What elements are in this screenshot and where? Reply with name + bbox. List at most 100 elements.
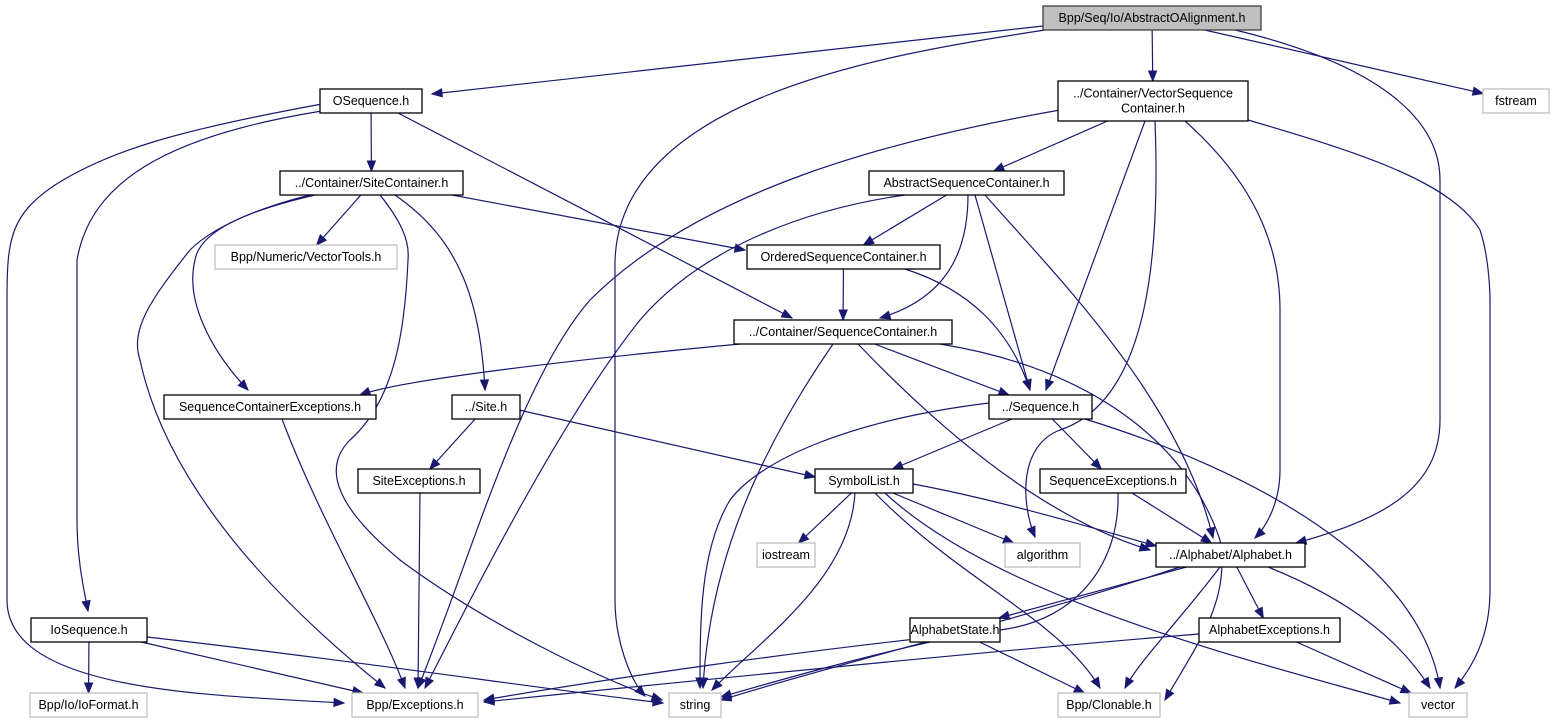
node-box xyxy=(451,394,521,420)
edge-line xyxy=(874,492,1101,689)
edge-line xyxy=(720,641,931,698)
arrowhead-icon xyxy=(862,235,875,246)
node-seqcontainer[interactable]: ../Container/SequenceContainer.h xyxy=(733,319,953,345)
edge-sitecontainer-to-exceptions xyxy=(136,194,387,689)
node-box xyxy=(279,170,464,196)
edge-alphastate-to-clonable xyxy=(979,641,1086,694)
edge-sequence-to-vector xyxy=(1084,418,1444,690)
node-algorithm: algorithm xyxy=(1004,542,1081,568)
node-box xyxy=(988,394,1093,420)
edge-sitecontainer-to-site xyxy=(394,194,490,392)
edge-line xyxy=(1051,418,1102,470)
node-label: SequenceContainerExceptions.h xyxy=(179,400,361,414)
edge-root-to-osequence xyxy=(430,25,1044,98)
node-box xyxy=(29,692,148,718)
edge-osequence-to-iosequence xyxy=(76,108,336,613)
node-label: string xyxy=(680,698,711,712)
edge-line xyxy=(429,418,476,470)
arrowhead-icon xyxy=(1124,676,1135,690)
node-symbollist[interactable]: SymbolList.h xyxy=(814,468,914,494)
arrowhead-icon xyxy=(81,599,91,613)
node-box xyxy=(214,244,398,270)
edge-vsc-to-algorithm xyxy=(1025,120,1157,539)
node-box xyxy=(319,88,423,114)
node-sequence[interactable]: ../Sequence.h xyxy=(988,394,1093,420)
node-root[interactable]: Bpp/Seq/Io/AbstractOAlignment.h xyxy=(1042,5,1262,31)
edge-alphabet-to-alphastate xyxy=(997,566,1187,620)
edge-line xyxy=(912,483,1157,547)
node-box xyxy=(1057,80,1249,122)
edge-layer xyxy=(6,25,1491,708)
arrowhead-icon xyxy=(358,386,372,396)
arrowhead-icon xyxy=(479,379,490,392)
edge-line xyxy=(281,418,406,689)
node-box xyxy=(1198,617,1341,643)
edge-line xyxy=(146,636,664,704)
node-box xyxy=(756,542,816,568)
edge-sitecontainer-to-string xyxy=(335,194,664,702)
edge-sequence-to-string xyxy=(695,402,990,690)
arrowhead-icon xyxy=(366,160,377,173)
node-site[interactable]: ../Site.h xyxy=(451,394,521,420)
edge-alphaexc-to-vector xyxy=(1296,641,1413,694)
edge-line xyxy=(1045,120,1146,391)
edge-osequence-to-seqcontainer xyxy=(397,112,794,319)
node-label: vector xyxy=(1421,698,1455,712)
node-label: Bpp/Io/IoFormat.h xyxy=(38,698,138,712)
node-sitecontainer[interactable]: ../Container/SiteContainer.h xyxy=(279,170,464,196)
node-alphaexc[interactable]: AlphabetExceptions.h xyxy=(1198,617,1341,643)
arrowhead-icon xyxy=(424,676,434,690)
arrowhead-icon xyxy=(992,162,1006,172)
edge-line xyxy=(141,641,363,694)
edge-line xyxy=(1267,566,1431,689)
edge-line xyxy=(136,194,386,689)
node-siteexc[interactable]: SiteExceptions.h xyxy=(357,468,481,494)
arrowhead-icon xyxy=(237,379,249,391)
edge-line xyxy=(397,112,793,319)
node-vectortools: Bpp/Numeric/VectorTools.h xyxy=(214,244,398,270)
edge-line xyxy=(879,194,969,319)
edge-asc-to-seqcontainer xyxy=(878,194,969,320)
edge-line xyxy=(974,194,1031,391)
edge-line xyxy=(993,120,1108,172)
edge-symbollist-to-alphabet xyxy=(912,483,1158,548)
node-label: ../Site.h xyxy=(465,400,507,414)
edge-line xyxy=(394,194,486,391)
edge-line xyxy=(1184,120,1281,539)
node-sce[interactable]: SequenceContainerExceptions.h xyxy=(163,394,377,420)
edge-siteexc-to-exceptions xyxy=(413,492,423,690)
arrowhead-icon xyxy=(428,458,441,470)
edge-seqcontainer-to-sequence xyxy=(874,343,1011,396)
node-asc[interactable]: AbstractSequenceContainer.h xyxy=(868,170,1065,196)
arrowhead-icon xyxy=(1205,526,1216,540)
edge-root-to-alphabet xyxy=(1234,29,1441,545)
node-box xyxy=(1039,468,1187,494)
edge-asc-to-osc xyxy=(862,194,947,246)
arrowhead-icon xyxy=(711,679,723,691)
edge-vsc-to-sequence xyxy=(1045,120,1146,392)
edge-alphastate-to-string xyxy=(719,641,931,699)
edge-line xyxy=(1247,119,1491,689)
node-osc[interactable]: OrderedSequenceContainer.h xyxy=(746,244,941,270)
node-box xyxy=(1042,5,1262,31)
node-alphabet[interactable]: ../Alphabet/Alphabet.h xyxy=(1155,542,1306,568)
edge-line xyxy=(892,492,1014,544)
edge-site-to-symbollist xyxy=(518,409,817,480)
arrowhead-icon xyxy=(1072,684,1086,694)
edge-line xyxy=(1296,641,1412,694)
node-label: OrderedSequenceContainer.h xyxy=(760,250,926,264)
node-iosequence[interactable]: IoSequence.h xyxy=(30,617,148,643)
node-osequence[interactable]: OSequence.h xyxy=(319,88,423,114)
node-alphastate[interactable]: AlphabetState.h xyxy=(909,617,1001,643)
edge-line xyxy=(483,633,1200,703)
arrowhead-icon xyxy=(1147,70,1158,83)
arrowhead-icon xyxy=(878,310,892,320)
node-label: ../Container/SequenceContainer.h xyxy=(749,325,937,339)
edge-line xyxy=(431,25,1044,95)
node-box xyxy=(1408,692,1468,718)
node-label: SiteExceptions.h xyxy=(372,474,465,488)
arrowhead-icon xyxy=(652,697,665,707)
node-iostream: iostream xyxy=(756,542,816,568)
node-seqexc[interactable]: SequenceExceptions.h xyxy=(1039,468,1187,494)
